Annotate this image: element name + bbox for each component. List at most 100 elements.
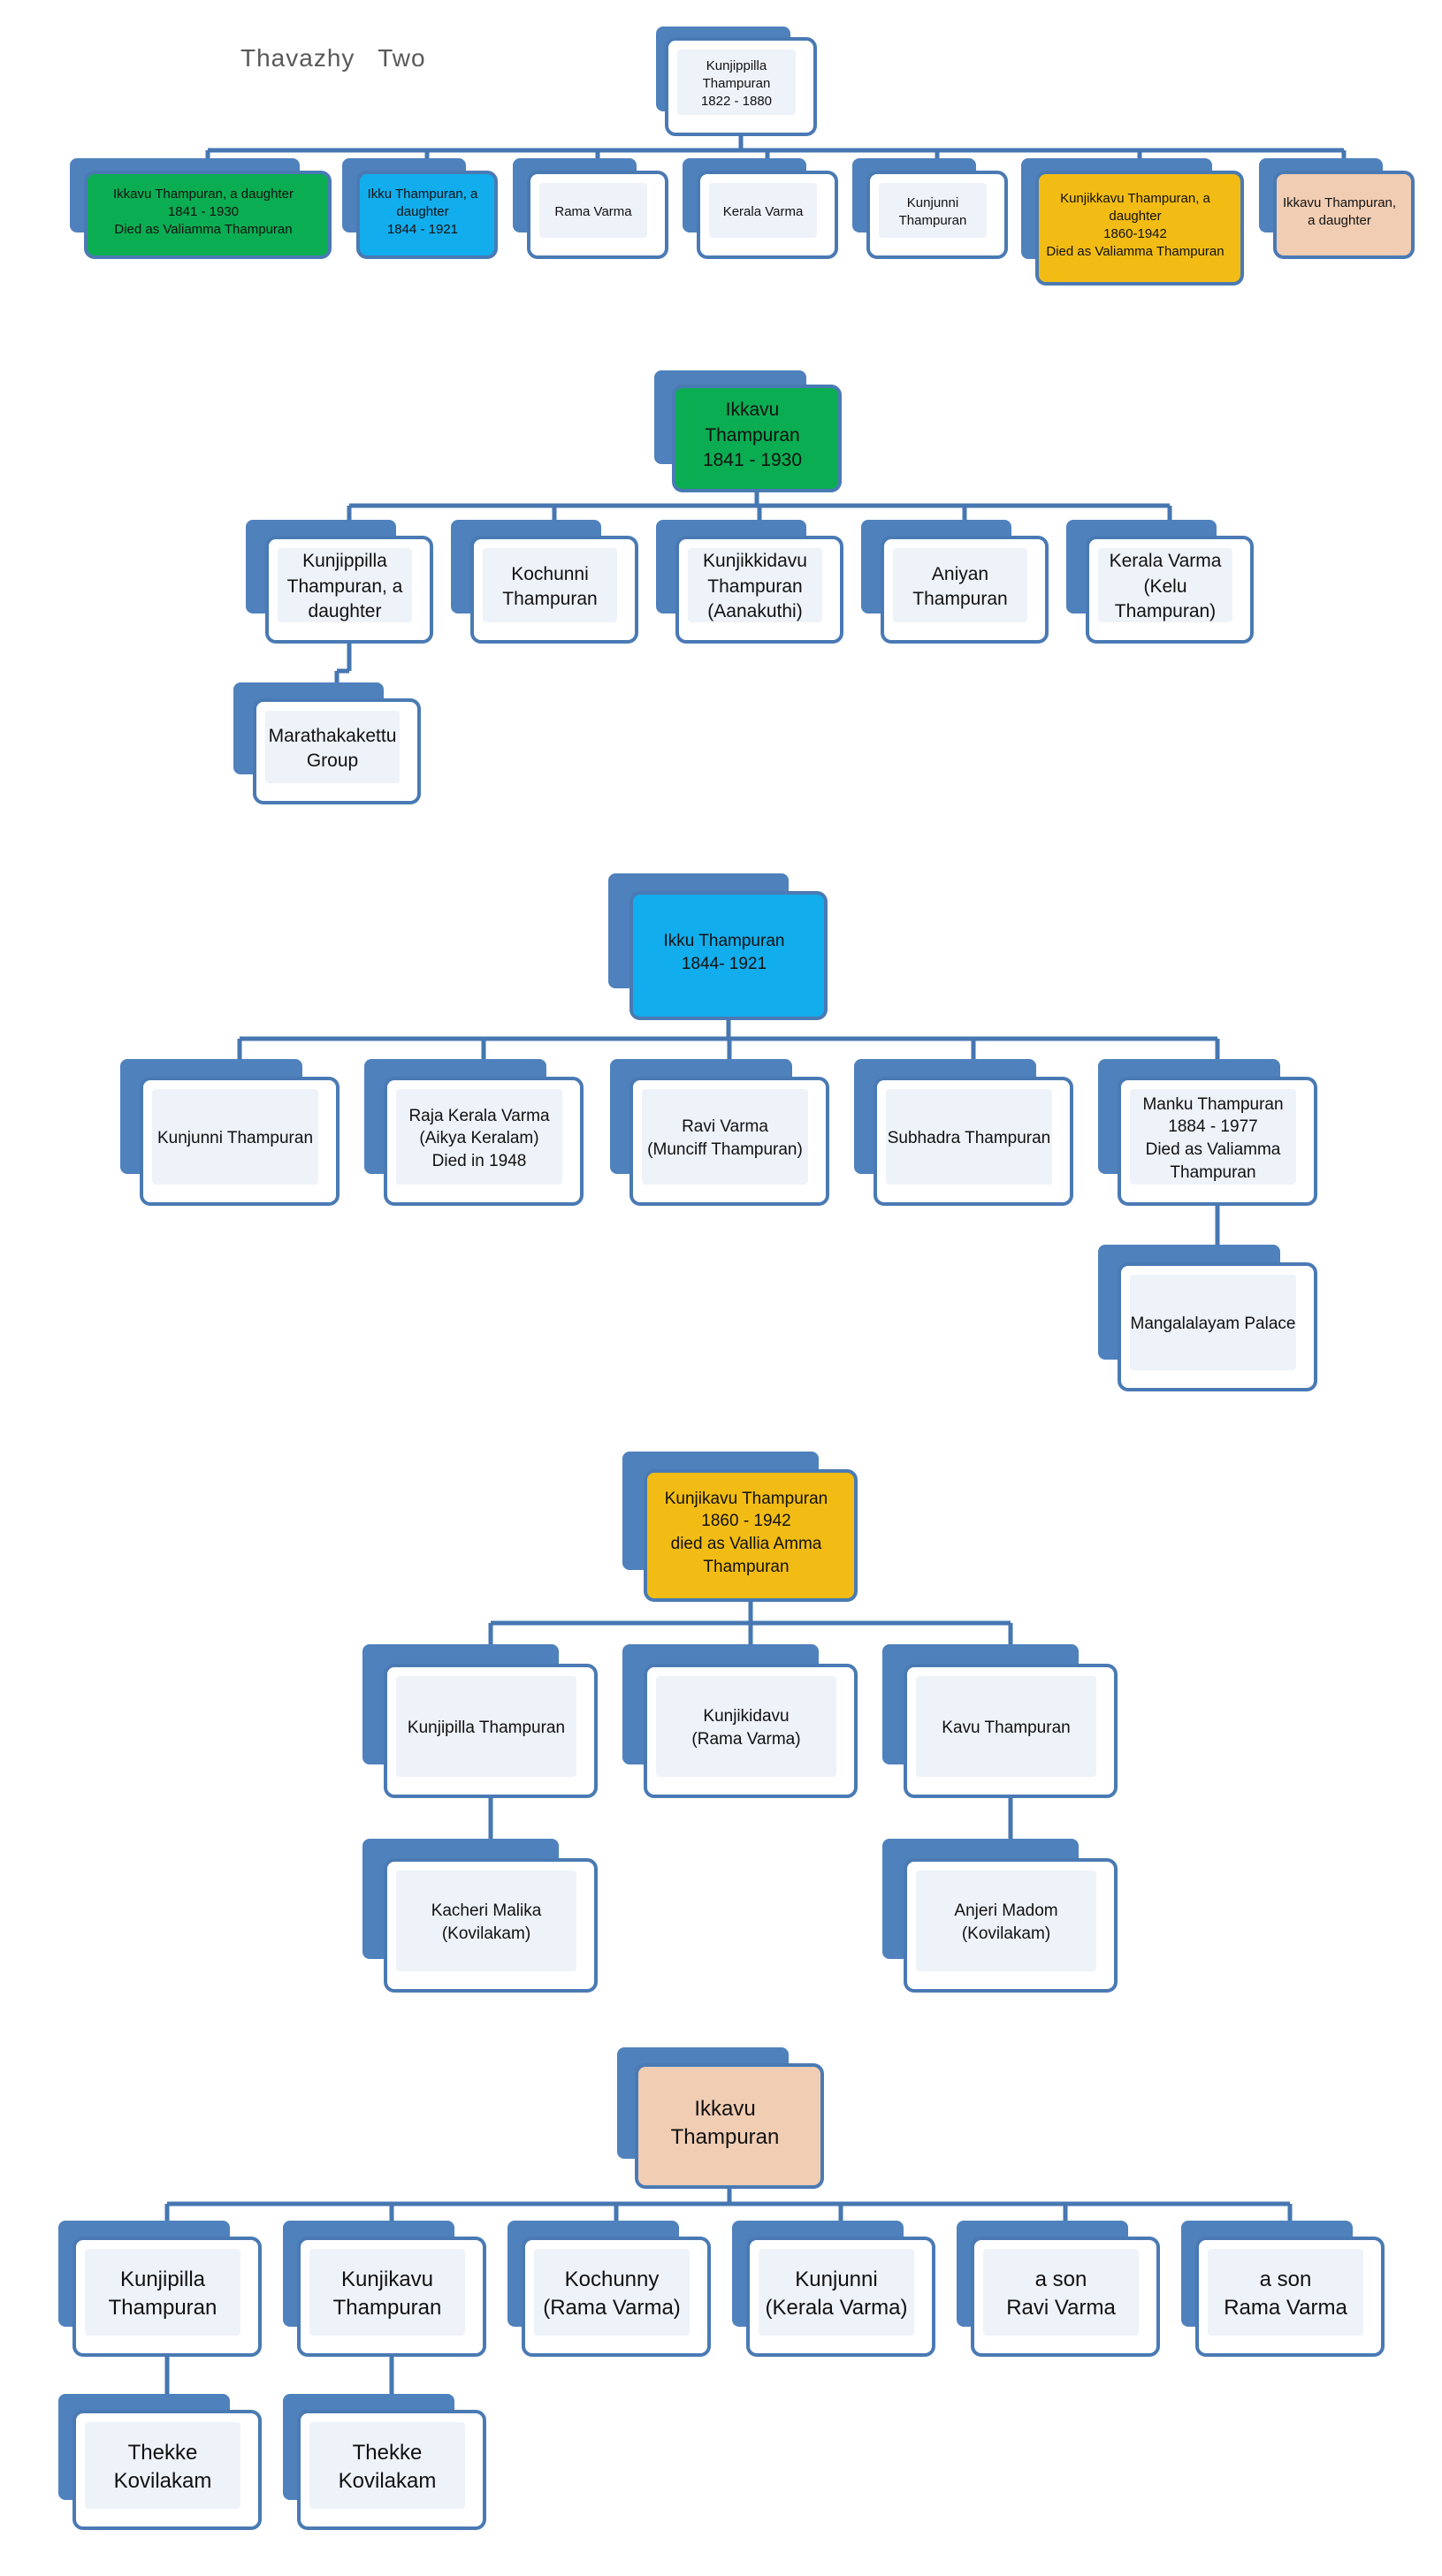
node-label-line: Ikkavu [725,400,780,421]
node-label-line: Kunjunni Thampuran [156,1129,314,1148]
node-label: Kunjunni Thampuran [143,1080,336,1202]
node-label-line: Kunjunni [795,2267,878,2291]
node-inner-panel [534,2249,690,2336]
node-label-line: Group [306,751,359,771]
node-label-line: Kavu Thampuran [942,1719,1071,1738]
node-box: Ravi Varma(Munciff Thampuran) [629,1077,829,1206]
node-label: Kavu Thampuran [907,1667,1114,1795]
node-label-line: Thampuran [502,589,598,609]
node-label-line: 1844- 1921 [681,955,767,973]
node-inner-panel [152,1089,318,1185]
node-label-line: (Kerala Varma) [765,2296,908,2320]
node-label-line: a daughter [1308,213,1371,228]
node-label: Ravi Varma(Munciff Thampuran) [633,1080,826,1202]
node-label-line: (Kovilakam) [961,1924,1051,1943]
node-label-line: Thampuran [670,2125,780,2149]
node-inner-panel [656,1676,836,1777]
node-inner-panel [539,183,647,238]
node-label-line: Ikkavu [694,2096,756,2121]
node-inner-panel [916,1871,1096,1971]
node-label: Kochunny (Rama Varma) [525,2240,707,2353]
node-label-line: Kerala Varma [1109,551,1222,572]
node-box: Ikkavu Thampuran,a daughter [1273,171,1415,259]
node-label-line: Rama Varma [554,203,632,219]
node-label: Ikku Thampuran 1844- 1921 [633,895,824,1017]
node-box: Kunjunni Thampuran [140,1077,340,1206]
node-label: Kunjunni (Kerala Varma) [750,2240,932,2353]
node-label-line: (Rama Varma) [543,2296,681,2320]
node-label-line: Thampuran [1170,1162,1256,1182]
node-label-line: (Aanakuthi) [707,601,803,622]
node-label-line: Kunjikidavu [703,1707,790,1726]
node-inner-panel [709,183,817,238]
node-box: Ikku Thampuran 1844- 1921 [629,891,828,1020]
node-inner-panel [759,2249,914,2336]
node-label-line: Aniyan [931,563,989,584]
node-inner-panel [916,1676,1096,1777]
node-box: Subhadra Thampuran [874,1077,1073,1206]
node-label-line: Thekke [127,2440,198,2465]
node-label-line: Kunjippilla [706,57,767,73]
node-label-line: Kochunni [511,563,589,584]
node-box: Kerala Varma [697,171,838,259]
node-label-line: Kochunny [564,2267,660,2291]
node-label: Subhadra Thampuran [877,1080,1070,1202]
node-label-line: daughter [1109,208,1162,224]
node-inner-panel [396,1676,576,1777]
page-title: Thavazhy Two [240,44,426,72]
node-label: Anjeri Madom(Kovilakam) [907,1862,1114,1989]
node-label-line: Thampuran [702,75,771,91]
node-inner-panel [1130,1275,1296,1370]
node-label-line: Subhadra Thampuran [887,1129,1051,1148]
node-label-line: Ikku Thampuran, a [367,186,478,202]
node-label-line: Died in 1948 [431,1151,527,1170]
node-label-line: Thampuran, a [286,575,403,597]
node-label-line: Kunjunni [906,194,959,210]
node-inner-panel [309,2249,465,2336]
node-label-line: Rama Varma [1224,2296,1347,2320]
node-label: Ikkavu Thampuran,a daughter [1277,174,1411,255]
node-inner-panel [85,2422,240,2509]
node-inner-panel [983,2249,1139,2336]
node-label-line: Kunjipilla Thampuran [407,1719,566,1738]
node-box: Kunjunni (Kerala Varma) [746,2237,935,2357]
node-inner-panel [483,548,617,622]
node-box: Mangalalayam Palace [1118,1262,1317,1391]
node-label-line: Thampuran) [1114,601,1217,622]
node-label-line: (Kelu [1143,575,1187,597]
node-label-line: (Munciff Thampuran) [647,1140,803,1159]
node-label-line: Ikku Thampuran [663,932,785,951]
node-label: Raja Kerala Varma(Aikya Keralam)Died in … [387,1080,580,1202]
node-label-line: 1844 - 1921 [386,222,459,238]
node-box: Kochunny (Rama Varma) [522,2237,711,2357]
node-label: Kunjikidavu(Rama Varma) [647,1667,854,1795]
node-box: Anjeri Madom(Kovilakam) [904,1858,1118,1993]
node-label-line: Ikkavu Thampuran, a daughter [112,186,294,202]
node-label-line: Kunjikavu [340,2267,434,2291]
node-label-line: 1822 - 1880 [700,94,773,110]
node-label-line: Kunjipilla [119,2267,206,2291]
node-label-line: a son [1259,2267,1312,2291]
node-label-line: Kunjikavu Thampuran [664,1489,828,1508]
node-label-line: Thampuran [332,2296,442,2320]
